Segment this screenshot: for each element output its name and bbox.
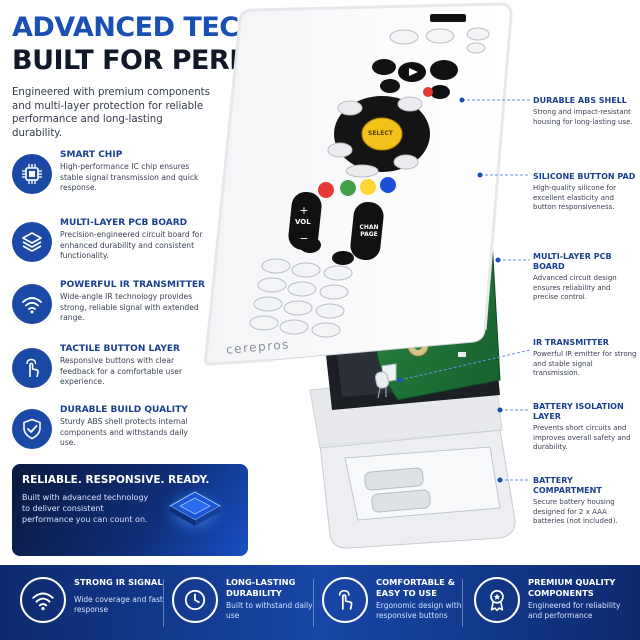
svg-text:−: −	[299, 232, 308, 245]
signal-icon	[20, 577, 66, 623]
exploded-remote-illustration: + −	[204, 2, 530, 549]
layer-title: BATTERY ISOLATION LAYER	[533, 402, 624, 421]
benefit-title: COMFORTABLE & EASY TO USE	[376, 577, 455, 598]
benefit-comfortable: COMFORTABLE & EASY TO USE Ergonomic desi…	[322, 565, 472, 640]
reliable-desc: Built with advanced technology to delive…	[22, 493, 149, 524]
bottom-benefits-bar: STRONG IR SIGNAL Wide coverage and fast …	[0, 565, 640, 640]
color-key-3	[380, 177, 396, 193]
reliable-banner: RELIABLE. RESPONSIVE. READY. Built with …	[12, 464, 248, 556]
layer-title: MULTI-LAYER PCB BOARD	[533, 252, 612, 271]
remote-select-label: SELECT	[368, 130, 393, 137]
benefit-title: STRONG IR SIGNAL	[74, 577, 163, 587]
feature-smart-chip: SMART CHIP High-performance IC chip ensu…	[12, 150, 212, 206]
feature-build-quality: DURABLE BUILD QUALITY Sturdy ABS shell p…	[12, 405, 212, 461]
layer-desc: Secure battery housing designed for 2 x …	[533, 498, 618, 526]
feature-title: SMART CHIP	[60, 150, 123, 160]
remote-vol-chan: + −	[288, 191, 384, 265]
remote-front-shell	[204, 2, 513, 366]
tap-icon	[12, 348, 52, 388]
shield-check-icon	[12, 409, 52, 449]
feature-desc: Precision-engineered circuit board for e…	[60, 230, 203, 260]
layer-desc: Strong and impact-resistant housing for …	[533, 108, 633, 126]
glowing-chip-icon	[162, 486, 228, 538]
clock-icon	[172, 577, 218, 623]
feature-ir-transmitter: POWERFUL IR TRANSMITTER Wide-angle IR te…	[12, 280, 212, 336]
remote-chan-label: CHAN PAGE	[359, 224, 379, 238]
color-key-0	[318, 182, 334, 198]
layer-desc: Advanced circuit design ensures reliabil…	[533, 274, 617, 302]
layer-desc: Prevents short circuits and improves ove…	[533, 424, 631, 452]
feature-desc: High-performance IC chip ensures stable …	[60, 162, 199, 192]
benefit-title: PREMIUM QUALITY COMPONENTS	[528, 577, 616, 598]
layer-desc: Powerful IR emitter for strong and stabl…	[533, 350, 637, 378]
color-key-1	[340, 180, 356, 196]
svg-text:+: +	[299, 204, 308, 217]
benefit-desc: Ergonomic design with responsive buttons	[376, 601, 462, 620]
remote-vol-label: VOL	[295, 218, 311, 226]
layer-title: BATTERY COMPARTMENT	[533, 476, 602, 495]
ir-led	[374, 371, 390, 399]
wifi-icon	[12, 284, 52, 324]
layer-title: IR TRANSMITTER	[533, 338, 609, 347]
benefit-desc: Engineered for reliability and performan…	[528, 601, 621, 620]
remote-nav-cluster	[327, 96, 430, 178]
benefit-desc: Built to withstand daily use	[226, 601, 313, 620]
feature-desc: Responsive buttons with clear feedback f…	[60, 356, 183, 386]
layer-label-abs-shell: DURABLE ABS SHELL Strong and impact-resi…	[533, 96, 637, 127]
layer-title: DURABLE ABS SHELL	[533, 96, 627, 105]
feature-title: DURABLE BUILD QUALITY	[60, 405, 188, 415]
layer-desc: High-quality silicone for excellent elas…	[533, 184, 616, 212]
benefit-desc: Wide coverage and fast response	[74, 595, 163, 614]
feature-desc: Sturdy ABS shell protects internal compo…	[60, 417, 188, 447]
benefit-title: LONG-LASTING DURABILITY	[226, 577, 296, 598]
remote-top-buttons	[389, 14, 490, 54]
benefit-durability: LONG-LASTING DURABILITY Built to withsta…	[172, 565, 313, 640]
layer-label-ir-transmitter: IR TRANSMITTER Powerful IR emitter for s…	[533, 338, 637, 379]
layer-label-battery: BATTERY COMPARTMENT Secure battery housi…	[533, 476, 637, 527]
feature-title: POWERFUL IR TRANSMITTER	[60, 280, 205, 290]
chip-icon	[12, 154, 52, 194]
feature-pcb-board: MULTI-LAYER PCB BOARD Precision-engineer…	[12, 218, 212, 274]
remote-transport-buttons	[372, 59, 458, 99]
feature-desc: Wide-angle IR technology provides strong…	[60, 292, 199, 322]
benefit-ir-signal: STRONG IR SIGNAL Wide coverage and fast …	[20, 565, 163, 640]
layer-title: SILICONE BUTTON PAD	[533, 172, 636, 181]
intro-text: Engineered with premium components and m…	[12, 87, 210, 139]
award-icon	[474, 577, 520, 623]
finger-tap-icon	[322, 577, 368, 623]
reliable-title: RELIABLE. RESPONSIVE. READY.	[22, 474, 210, 486]
layer-label-silicone-pad: SILICONE BUTTON PAD High-quality silicon…	[533, 172, 637, 213]
remote-color-keys	[318, 177, 396, 198]
feature-title: TACTILE BUTTON LAYER	[60, 344, 180, 354]
layer-label-pcb: MULTI-LAYER PCB BOARD Advanced circuit d…	[533, 252, 637, 303]
battery-compartment	[319, 429, 516, 549]
color-key-2	[360, 179, 376, 195]
remote-numpad	[249, 258, 353, 338]
feature-tactile-buttons: TACTILE BUTTON LAYER Responsive buttons …	[12, 344, 212, 400]
layer-label-isolation: BATTERY ISOLATION LAYER Prevents short c…	[533, 402, 637, 453]
benefit-premium-quality: PREMIUM QUALITY COMPONENTS Engineered fo…	[474, 565, 634, 640]
leader-lines	[399, 99, 530, 481]
feature-title: MULTI-LAYER PCB BOARD	[60, 218, 188, 228]
layers-icon	[12, 222, 52, 262]
